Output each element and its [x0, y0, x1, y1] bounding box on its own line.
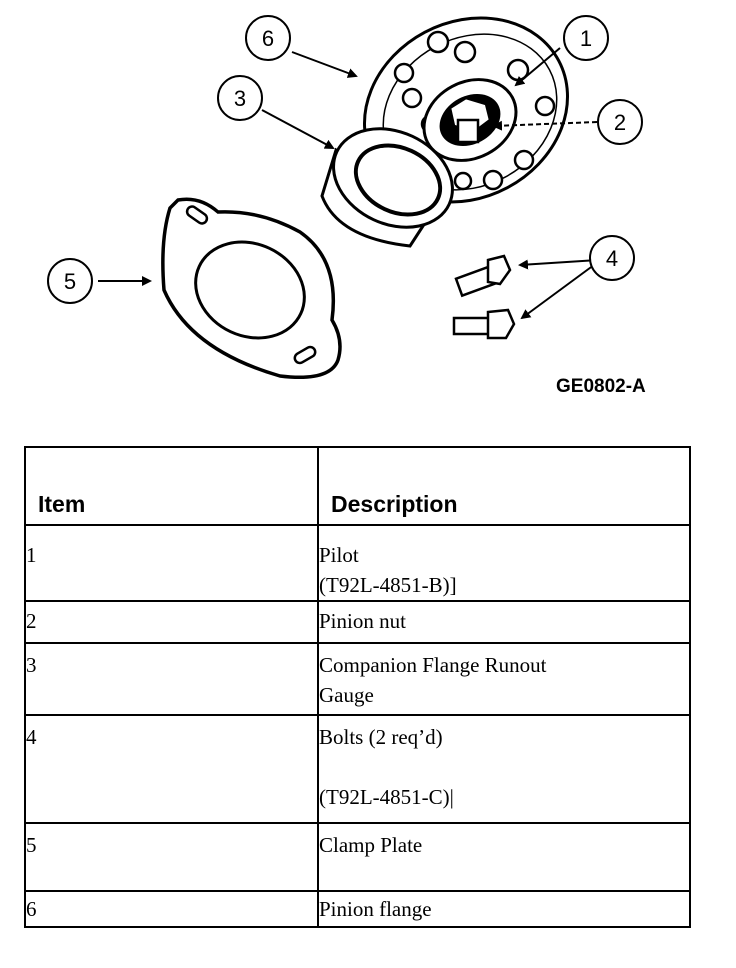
description-line — [319, 752, 689, 782]
item-column-header: Item — [24, 446, 319, 526]
parts-table: Item Description 1 Pilot (T92L-4851-B)] … — [24, 446, 691, 928]
description-line: Clamp Plate — [319, 833, 423, 857]
item-description: Pinion nut — [317, 600, 691, 644]
description-column-header: Description — [317, 446, 691, 526]
item-description: Clamp Plate — [317, 822, 691, 892]
figure-id: GE0802-A — [556, 376, 646, 397]
table-row: 1 Pilot (T92L-4851-B)] — [24, 524, 691, 602]
description-line: Pinion nut — [319, 609, 406, 633]
item-number: 6 — [24, 890, 319, 928]
item-number: 1 — [24, 524, 319, 602]
description-line: Gauge — [319, 683, 374, 707]
clamp-plate-drawing — [161, 197, 342, 380]
table-header-row: Item Description — [24, 446, 691, 526]
item-number: 4 — [24, 714, 319, 824]
table-row: 5 Clamp Plate — [24, 822, 691, 892]
item-description: Companion Flange Runout Gauge — [317, 642, 691, 716]
callout-5: 5 — [47, 258, 93, 304]
description-line: Bolts (2 req’d) — [319, 725, 443, 749]
item-description: Bolts (2 req’d) (T92L-4851-C)| — [317, 714, 691, 824]
exploded-parts-diagram: 1 2 3 4 5 6 — [47, 15, 643, 380]
bolts-drawing — [452, 254, 516, 340]
callout-1: 1 — [563, 15, 609, 61]
table-row: 3 Companion Flange Runout Gauge — [24, 642, 691, 716]
item-description: Pilot (T92L-4851-B)] — [317, 524, 691, 602]
item-description: Pinion flange — [317, 890, 691, 928]
callout-leaders — [98, 47, 599, 320]
description-line — [319, 860, 689, 890]
runout-gauge-drawing — [320, 127, 454, 248]
callout-4: 4 — [589, 235, 635, 281]
description-line: (T92L-4851-C)| — [319, 785, 454, 809]
table-row: 4 Bolts (2 req’d) (T92L-4851-C)| — [24, 714, 691, 824]
description-line: Pilot — [319, 543, 359, 567]
item-number: 2 — [24, 600, 319, 644]
callout-3: 3 — [217, 75, 263, 121]
svg-text:1: 1 — [580, 26, 592, 51]
table-row: 2 Pinion nut — [24, 600, 691, 644]
svg-text:3: 3 — [234, 86, 246, 111]
description-line: Companion Flange Runout — [319, 653, 547, 677]
callout-6: 6 — [245, 15, 291, 61]
svg-text:4: 4 — [606, 246, 618, 271]
svg-text:6: 6 — [262, 26, 274, 51]
svg-text:5: 5 — [64, 269, 76, 294]
item-number: 3 — [24, 642, 319, 716]
svg-text:2: 2 — [614, 110, 626, 135]
callout-2: 2 — [597, 99, 643, 145]
description-line: (T92L-4851-B)] — [319, 573, 457, 597]
description-line: Pinion flange — [319, 897, 432, 921]
item-number: 5 — [24, 822, 319, 892]
table-row: 6 Pinion flange — [24, 890, 691, 928]
